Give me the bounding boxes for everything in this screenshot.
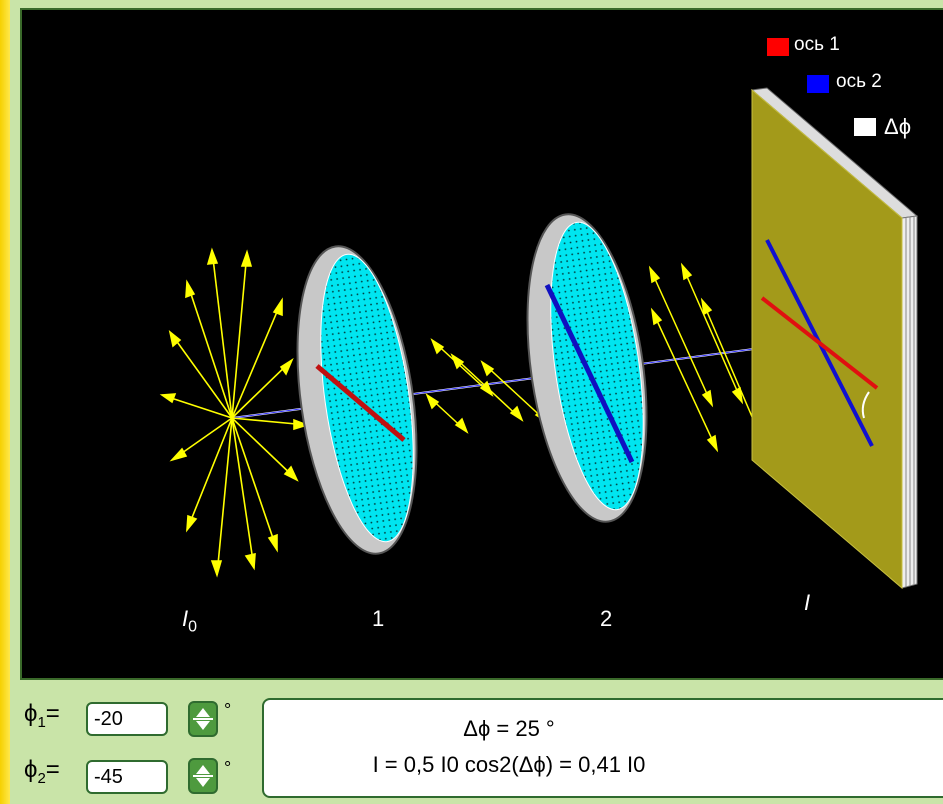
- intensity-formula: I = 0,5 I0 cos2(Δϕ) = 0,41 I0: [372, 752, 646, 777]
- legend-axis2-swatch: [807, 75, 829, 93]
- spinner-divider: [193, 775, 213, 777]
- legend-delta-swatch: [854, 118, 876, 136]
- legend-axis1-label: ось 1: [794, 34, 840, 55]
- phi1-spinner[interactable]: [188, 701, 218, 737]
- delta-phi-result: Δϕ = 25 °: [463, 716, 555, 741]
- output-intensity-label: I: [804, 590, 811, 615]
- polarized-light-2: [648, 262, 764, 453]
- phi1-input[interactable]: [86, 702, 168, 736]
- phi1-decrement-icon[interactable]: [196, 721, 210, 730]
- polarizer-1-label: 1: [372, 606, 385, 631]
- polarizer-2-axis: [544, 283, 635, 464]
- phi2-spinner[interactable]: [188, 758, 218, 794]
- legend-delta-label: Δϕ: [884, 114, 912, 139]
- polarizer-1-axis: [315, 364, 406, 442]
- polarizer-2: [526, 213, 648, 523]
- left-accent-strip: [0, 0, 10, 804]
- phi1-unit: °: [224, 700, 232, 720]
- legend-axis2-label: ось 2: [836, 71, 882, 92]
- phi2-increment-icon[interactable]: [196, 765, 210, 774]
- polarizer-1: [296, 245, 418, 555]
- phi2-label: ϕ2=: [24, 756, 60, 787]
- screen-detector: [750, 87, 919, 590]
- phi1-label: ϕ1=: [24, 700, 60, 731]
- optics-scene: ось 1 ось 2 Δϕ I0 1 2 I: [20, 8, 943, 680]
- phi2-input[interactable]: [86, 760, 168, 794]
- polarized-light-1: [425, 338, 549, 434]
- unpolarized-light-source: [159, 247, 310, 578]
- source-intensity-label: I0: [182, 606, 198, 636]
- phi2-unit: °: [224, 758, 232, 778]
- spinner-divider: [193, 718, 213, 720]
- result-panel: Δϕ = 25 ° I = 0,5 I0 cos2(Δϕ) = 0,41 I0: [262, 698, 943, 798]
- legend-axis1-swatch: [767, 38, 789, 56]
- polarizer-2-label: 2: [600, 606, 613, 631]
- phi2-decrement-icon[interactable]: [196, 778, 210, 787]
- scene-drawing: [159, 38, 919, 590]
- phi1-increment-icon[interactable]: [196, 708, 210, 717]
- screen-axis-1: [760, 296, 879, 390]
- delta-phi-arc: [861, 391, 870, 419]
